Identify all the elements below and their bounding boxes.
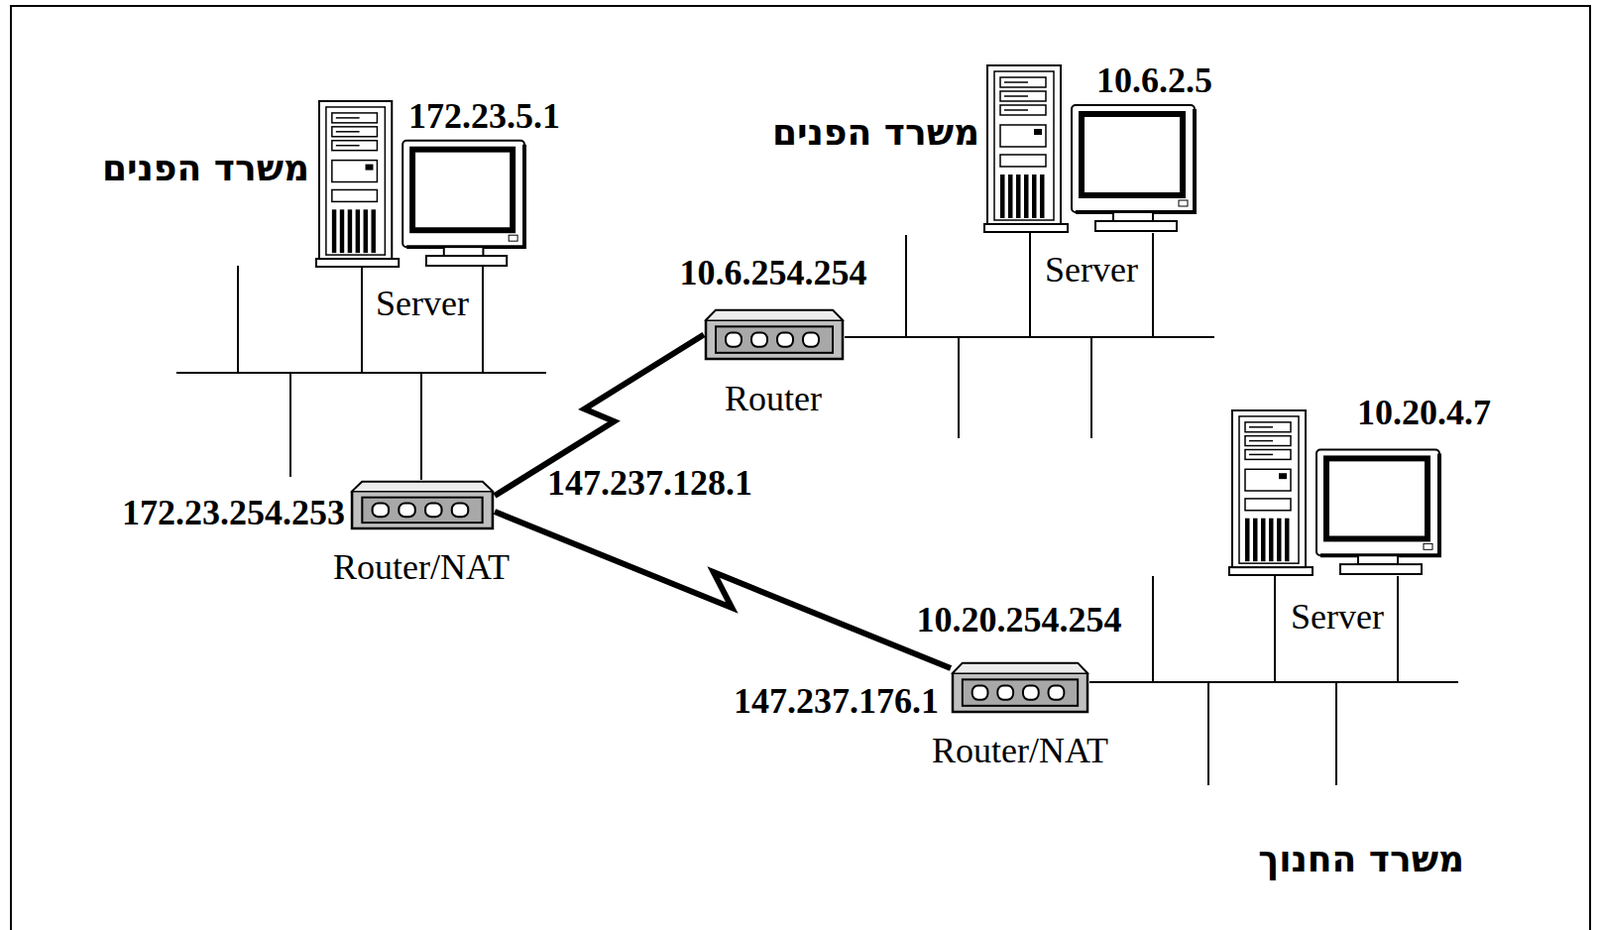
server-computer bbox=[1229, 410, 1440, 575]
frame-border bbox=[10, 5, 1591, 930]
lan-stub bbox=[905, 234, 908, 338]
device-name: Server bbox=[1044, 249, 1139, 291]
ip-address: 10.6.2.5 bbox=[1096, 60, 1213, 102]
device-name: Router bbox=[724, 378, 822, 420]
device-name: Router/NAT bbox=[931, 730, 1109, 772]
ip-address: 172.23.254.253 bbox=[121, 492, 345, 534]
lan-stub bbox=[481, 265, 484, 373]
lan-stub bbox=[1090, 337, 1093, 439]
ip-address: 147.237.176.1 bbox=[733, 681, 939, 722]
lan-cable bbox=[844, 232, 1030, 338]
router-node: 10.20.254.254147.237.176.1Router/NAT bbox=[950, 661, 1090, 714]
ministry-name: משרד הפנים bbox=[102, 147, 310, 189]
wan-link bbox=[494, 511, 951, 669]
router-device bbox=[351, 481, 493, 529]
router-device bbox=[952, 663, 1088, 712]
router-icon bbox=[349, 479, 495, 531]
server-node: 172.23.5.1Server bbox=[316, 99, 529, 268]
ip-address: 10.20.4.7 bbox=[1357, 392, 1491, 434]
lan-stub bbox=[1335, 682, 1338, 786]
ministry-name: משרד הפנים bbox=[772, 112, 980, 153]
ministry-name: משרד החנוך bbox=[1257, 838, 1465, 880]
ip-address: 172.23.5.1 bbox=[408, 96, 561, 137]
router-icon bbox=[950, 661, 1090, 714]
device-name: Server bbox=[1290, 596, 1384, 638]
lan-stub bbox=[1151, 232, 1154, 338]
server-node: 10.20.4.7Server bbox=[1229, 408, 1444, 576]
ip-address: 10.20.254.254 bbox=[916, 599, 1123, 641]
lan-stub bbox=[289, 372, 292, 477]
router-device bbox=[705, 310, 843, 359]
ip-address: 147.237.128.1 bbox=[547, 462, 753, 504]
lan-stub bbox=[1151, 575, 1154, 683]
server-node: 10.6.2.5Server bbox=[984, 63, 1199, 233]
lan-stub bbox=[236, 265, 239, 373]
device-name: Router/NAT bbox=[333, 547, 510, 588]
router-node: 10.6.254.254Router bbox=[703, 308, 845, 361]
router-node: 172.23.254.253147.237.128.1Router/NAT bbox=[349, 479, 495, 531]
lan-stub bbox=[1396, 575, 1399, 683]
lan-stub bbox=[957, 337, 960, 439]
router-icon bbox=[703, 308, 845, 361]
ip-address: 10.6.254.254 bbox=[680, 252, 868, 294]
lan-wiring bbox=[176, 232, 1459, 786]
lan-stub bbox=[1207, 682, 1210, 786]
device-name: Server bbox=[375, 283, 469, 325]
computer-icon bbox=[1229, 408, 1444, 576]
